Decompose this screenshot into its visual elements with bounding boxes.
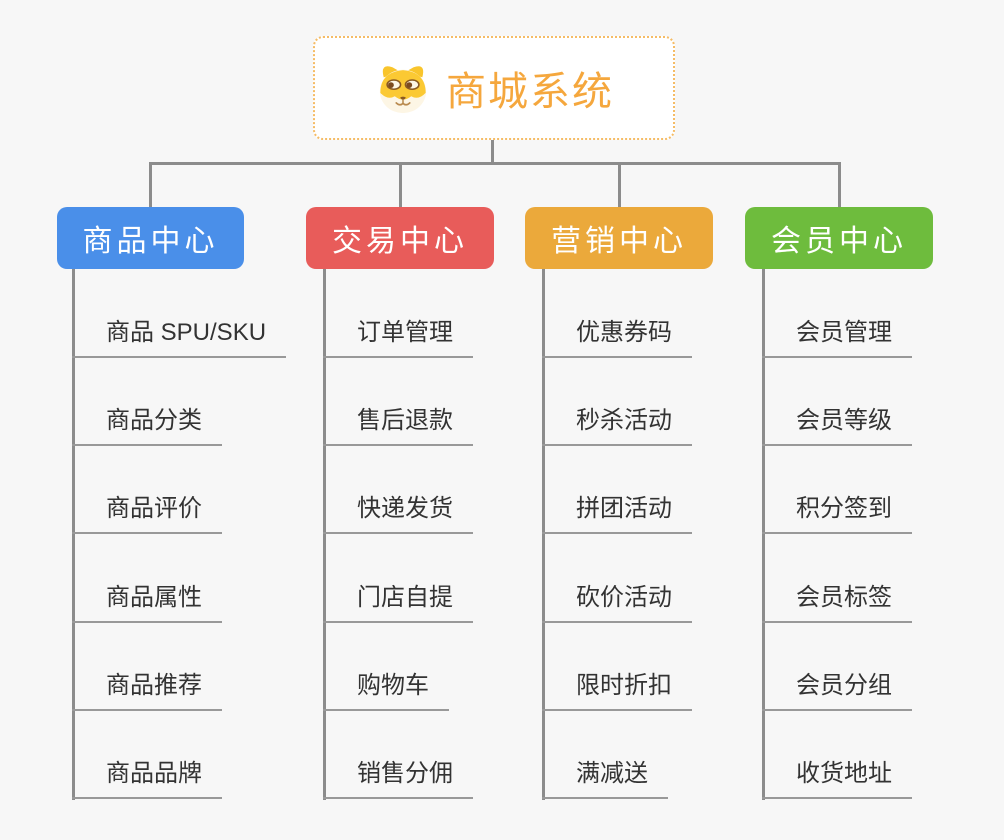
leaf-node[interactable]: 订单管理 bbox=[323, 316, 473, 358]
leaf-node[interactable]: 商品 SPU/SKU bbox=[72, 316, 287, 358]
leaf-node[interactable]: 购物车 bbox=[323, 669, 449, 711]
connector-drop bbox=[398, 162, 402, 207]
branch-node-trade[interactable]: 交易中心 bbox=[306, 207, 494, 269]
leaf-node[interactable]: 砍价活动 bbox=[542, 581, 692, 623]
root-title: 商城系统 bbox=[446, 70, 614, 114]
connector-rail bbox=[72, 269, 75, 800]
leaf-node[interactable]: 收货地址 bbox=[762, 757, 912, 799]
leaf-node[interactable]: 销售分佣 bbox=[323, 757, 473, 799]
leaf-node[interactable]: 积分签到 bbox=[762, 492, 912, 534]
branch-column-product: 商品中心 商品 SPU/SKU 商品分类 商品评价 商品属性 商品推荐 商品品牌 bbox=[57, 0, 287, 840]
leaf-node[interactable]: 会员分组 bbox=[762, 669, 912, 711]
leaf-node[interactable]: 满减送 bbox=[542, 757, 668, 799]
leaf-node[interactable]: 商品推荐 bbox=[72, 669, 222, 711]
connector-root-stem bbox=[491, 140, 494, 163]
branch-node-product[interactable]: 商品中心 bbox=[57, 207, 244, 269]
branch-column-marketing: 营销中心 优惠券码 秒杀活动 拼团活动 砍价活动 限时折扣 满减送 bbox=[525, 0, 713, 840]
connector-rail bbox=[542, 269, 545, 800]
leaf-node[interactable]: 快递发货 bbox=[323, 492, 473, 534]
leaf-node[interactable]: 售后退款 bbox=[323, 404, 473, 446]
leaf-node[interactable]: 门店自提 bbox=[323, 581, 473, 623]
root-node[interactable]: 商城系统 bbox=[313, 36, 675, 140]
leaf-node[interactable]: 商品评价 bbox=[72, 492, 222, 534]
leaf-node[interactable]: 会员标签 bbox=[762, 581, 912, 623]
branch-column-member: 会员中心 会员管理 会员等级 积分签到 会员标签 会员分组 收货地址 bbox=[745, 0, 933, 840]
leaf-node[interactable]: 会员管理 bbox=[762, 316, 912, 358]
branch-node-member[interactable]: 会员中心 bbox=[745, 207, 933, 269]
branch-node-marketing[interactable]: 营销中心 bbox=[525, 207, 713, 269]
leaf-node[interactable]: 限时折扣 bbox=[542, 669, 692, 711]
connector-rail bbox=[323, 269, 326, 800]
leaf-node[interactable]: 商品分类 bbox=[72, 404, 222, 446]
leaf-node[interactable]: 商品属性 bbox=[72, 581, 222, 623]
leaf-node[interactable]: 商品品牌 bbox=[72, 757, 222, 799]
dog-face-icon bbox=[379, 66, 427, 114]
leaf-node[interactable]: 拼团活动 bbox=[542, 492, 692, 534]
leaf-node[interactable]: 优惠券码 bbox=[542, 316, 692, 358]
branch-column-trade: 交易中心 订单管理 售后退款 快递发货 门店自提 购物车 销售分佣 bbox=[306, 0, 494, 840]
connector-drop bbox=[837, 162, 841, 207]
leaf-node[interactable]: 会员等级 bbox=[762, 404, 912, 446]
connector-drop bbox=[149, 162, 152, 207]
connector-horizontal bbox=[149, 162, 840, 165]
connector-drop bbox=[617, 162, 621, 207]
leaf-node[interactable]: 秒杀活动 bbox=[542, 404, 692, 446]
connector-rail bbox=[762, 269, 765, 800]
